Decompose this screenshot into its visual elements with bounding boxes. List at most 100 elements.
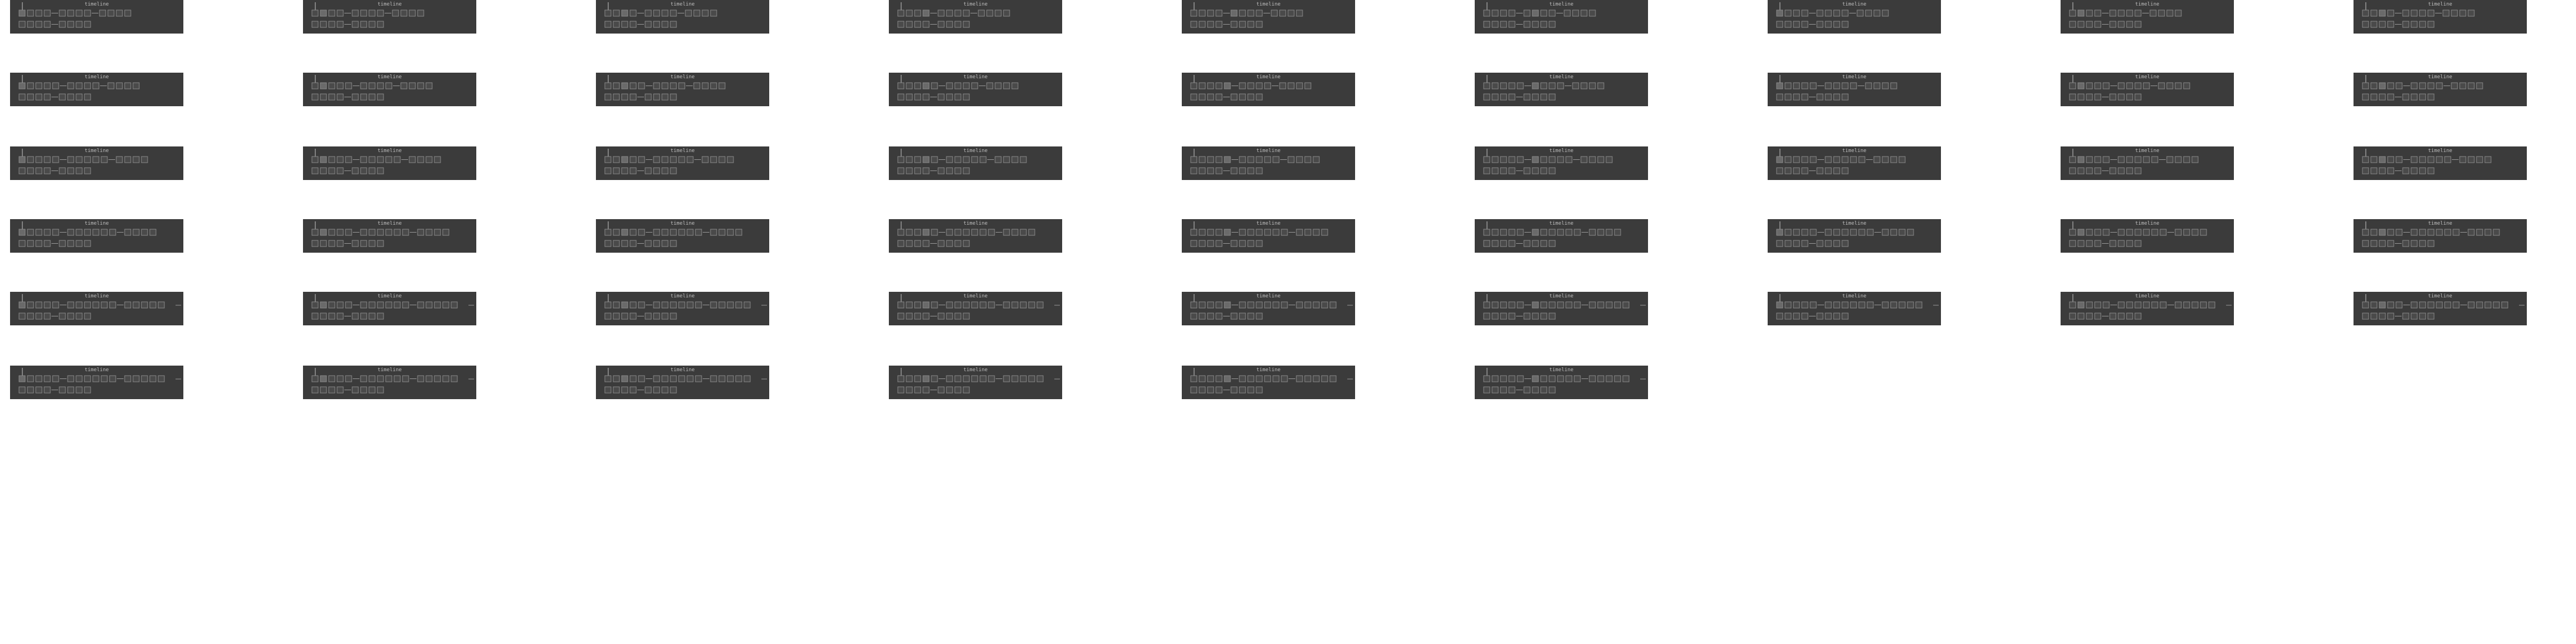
timeline-cell: [99, 10, 106, 17]
timeline-cell: [1801, 93, 1808, 101]
timeline-cell: [320, 93, 327, 101]
timeline-cell: [311, 10, 319, 17]
timeline-cell: [1532, 21, 1539, 28]
timeline-cell: [75, 240, 83, 247]
timeline-cell: [1239, 167, 1246, 174]
timeline-cell: [1557, 229, 1564, 236]
timeline-cell: [2086, 301, 2093, 309]
timeline-cell: [1532, 93, 1539, 101]
timeline-cell: [613, 82, 620, 89]
timeline-cell: [1890, 82, 1897, 89]
timeline-cell: [1841, 156, 1849, 163]
timeline-cell: [693, 82, 700, 89]
timeline-cell: [84, 301, 91, 309]
timeline-cell: [1207, 10, 1214, 17]
timeline-cell: [1614, 229, 1621, 236]
timeline-cell: [2402, 93, 2409, 101]
timeline-cell: [2370, 82, 2378, 89]
timeline-drawing: timeline: [1776, 221, 1914, 247]
timeline-cell: [2069, 240, 2076, 247]
timeline-cell: [1540, 240, 1547, 247]
timeline-cell: [1540, 21, 1547, 28]
timeline-cell: [1500, 375, 1507, 382]
timeline-cell: [1565, 301, 1573, 309]
timeline-cell: [84, 82, 91, 89]
timeline-cell: [661, 229, 669, 236]
timeline-cell: [18, 312, 26, 320]
timeline-cell: [1776, 93, 1783, 101]
timeline-cell: [1256, 156, 1263, 163]
timeline-cell: [2175, 82, 2182, 89]
timeline-cell: [2362, 21, 2369, 28]
timeline-cell: [1256, 167, 1263, 174]
timeline-cell: [2134, 93, 2142, 101]
timeline-cell: [1483, 82, 1490, 89]
timeline-cell: [906, 21, 913, 28]
timeline-frame: timeline: [889, 219, 1062, 253]
timeline-cell: [2402, 167, 2409, 174]
timeline-cell: [2436, 229, 2443, 236]
timeline-cell: [451, 375, 458, 382]
timeline-drawing: timeline: [1483, 221, 1621, 247]
timeline-cell: [1287, 82, 1295, 89]
timeline-cell: [1500, 10, 1507, 17]
timeline-drawing: timeline: [1483, 293, 1646, 320]
timeline-drawing: timeline: [1776, 74, 1897, 101]
timeline-cell: [1532, 10, 1539, 17]
timeline-cell: [400, 82, 408, 89]
timeline-cell: [1540, 312, 1547, 320]
frame-label: timeline: [2135, 148, 2159, 154]
timeline-cell: [368, 10, 376, 17]
timeline-cell: [1329, 301, 1337, 309]
timeline-cell: [1190, 301, 1197, 309]
timeline-cell: [2094, 82, 2101, 89]
timeline-cell: [653, 229, 660, 236]
timeline-cell: [337, 240, 344, 247]
timeline-cell: [400, 10, 408, 17]
timeline-cell: [2451, 10, 2458, 17]
timeline-cell: [1272, 156, 1280, 163]
timeline-cell: [417, 10, 424, 17]
timeline-cell: [2379, 312, 2386, 320]
timeline-cell: [425, 82, 433, 89]
timeline-cell: [1574, 301, 1581, 309]
timeline-cell: [1841, 240, 1849, 247]
timeline-cell: [1215, 312, 1223, 320]
timeline-cell: [35, 82, 42, 89]
timeline-cell: [1020, 301, 1027, 309]
timeline-cell: [1816, 10, 1824, 17]
timeline-cell: [1793, 82, 1800, 89]
timeline-cell: [2160, 301, 2167, 309]
timeline-cell: [394, 229, 401, 236]
timeline-cell: [678, 156, 685, 163]
timeline-cell: [2126, 21, 2133, 28]
timeline-cell: [2118, 156, 2125, 163]
timeline-cell: [132, 229, 140, 236]
timeline-drawing: timeline: [1776, 293, 1939, 320]
timeline-cell: [2077, 10, 2085, 17]
frame-label: timeline: [963, 74, 987, 80]
timeline-cell: [621, 386, 628, 394]
timeline-frame: timeline: [889, 0, 1062, 34]
timeline-cell: [653, 386, 660, 394]
timeline-cell: [27, 312, 34, 320]
timeline-cell: [1580, 82, 1588, 89]
timeline-cell: [946, 386, 953, 394]
timeline-drawing: timeline: [897, 74, 1019, 101]
timeline-cell: [1215, 167, 1223, 174]
timeline-cell: [2200, 229, 2207, 236]
timeline-cell: [92, 229, 100, 236]
timeline-cell: [1264, 156, 1271, 163]
timeline-cell: [2370, 312, 2378, 320]
timeline-cell: [1589, 82, 1596, 89]
timeline-cell: [75, 229, 83, 236]
timeline-cell: [653, 167, 660, 174]
timeline-cell: [897, 93, 905, 101]
timeline-cell: [1833, 10, 1840, 17]
timeline-cell: [685, 10, 692, 17]
timeline-cell: [1776, 312, 1783, 320]
timeline-cell: [718, 156, 726, 163]
timeline-cell: [149, 301, 157, 309]
timeline-cell: [109, 375, 116, 382]
timeline-cell: [1500, 301, 1507, 309]
